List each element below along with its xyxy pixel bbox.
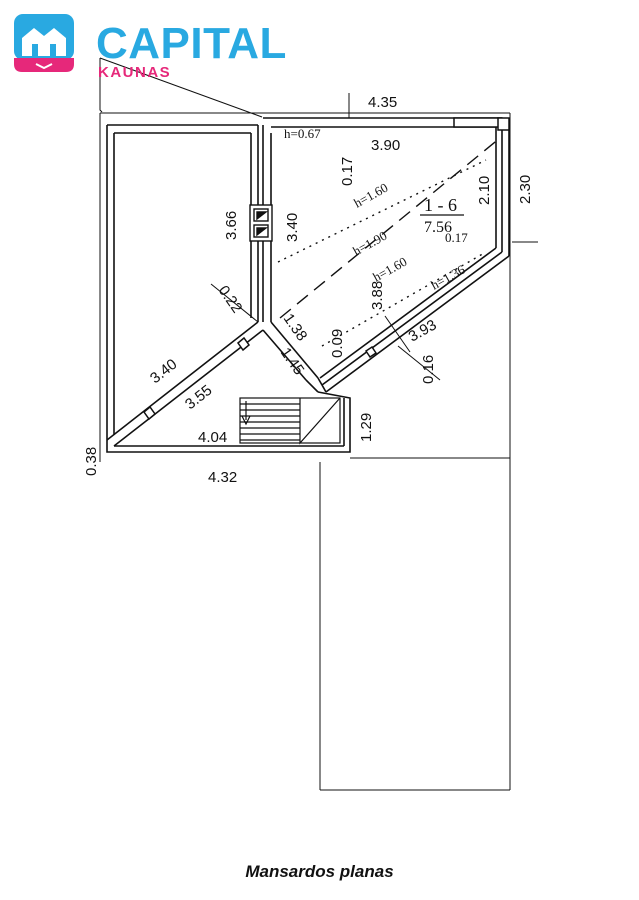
room-label: 1 - 6 7.56 [420,195,464,236]
dim-h190: h=1.90 [350,228,389,259]
dim-388: 3.88 [369,281,386,310]
house-logo-icon [14,14,74,72]
dim-340-inner: 3.40 [284,213,301,242]
dim-138: 1.38 [280,311,311,345]
brand-name: CAPITAL [96,19,287,68]
dim-top-width: 4.35 [368,94,397,111]
dim-355: 3.55 [182,382,215,413]
dim-017-top: 0.17 [339,157,356,186]
dim-129: 1.29 [358,413,375,442]
dim-393: 3.93 [406,316,440,345]
chimney [249,204,273,242]
dim-inner-top: 3.90 [371,137,400,154]
height-lines [277,137,501,347]
dim-022: 0.22 [215,283,246,317]
dim-038: 0.38 [83,447,100,476]
plan-caption: Mansardos planas [245,862,394,881]
brand-city: KAUNAS [98,64,172,81]
window-marks [142,117,510,421]
dim-h160-bottom: h=1.60 [370,254,409,285]
dim-404: 4.04 [198,429,227,446]
brand-logo: CAPITAL KAUNAS [12,12,286,80]
dimension-labels: 4.35 3.90 h=0.67 0.17 3.40 3.66 h=1.60 h… [83,94,534,486]
roof-outline [99,57,511,791]
dim-height-067: h=0.67 [284,126,321,141]
room-area: 7.56 [424,219,452,236]
dim-017-right: 0.17 [445,230,468,245]
dim-230: 2.30 [517,175,534,204]
staircase [239,397,341,445]
dim-432: 4.32 [208,469,237,486]
dimension-leaders [210,93,538,381]
dim-340-diag: 3.40 [147,356,180,387]
dim-145: 1.45 [277,345,308,379]
room-id: 1 - 6 [424,195,457,215]
dim-366: 3.66 [223,211,240,240]
dim-016: 0.16 [420,355,437,384]
dim-009: 0.09 [329,329,346,358]
dim-210: 2.10 [476,176,493,205]
dim-h136: h=1.36 [428,262,468,293]
dim-h160-top: h=1.60 [351,180,390,211]
